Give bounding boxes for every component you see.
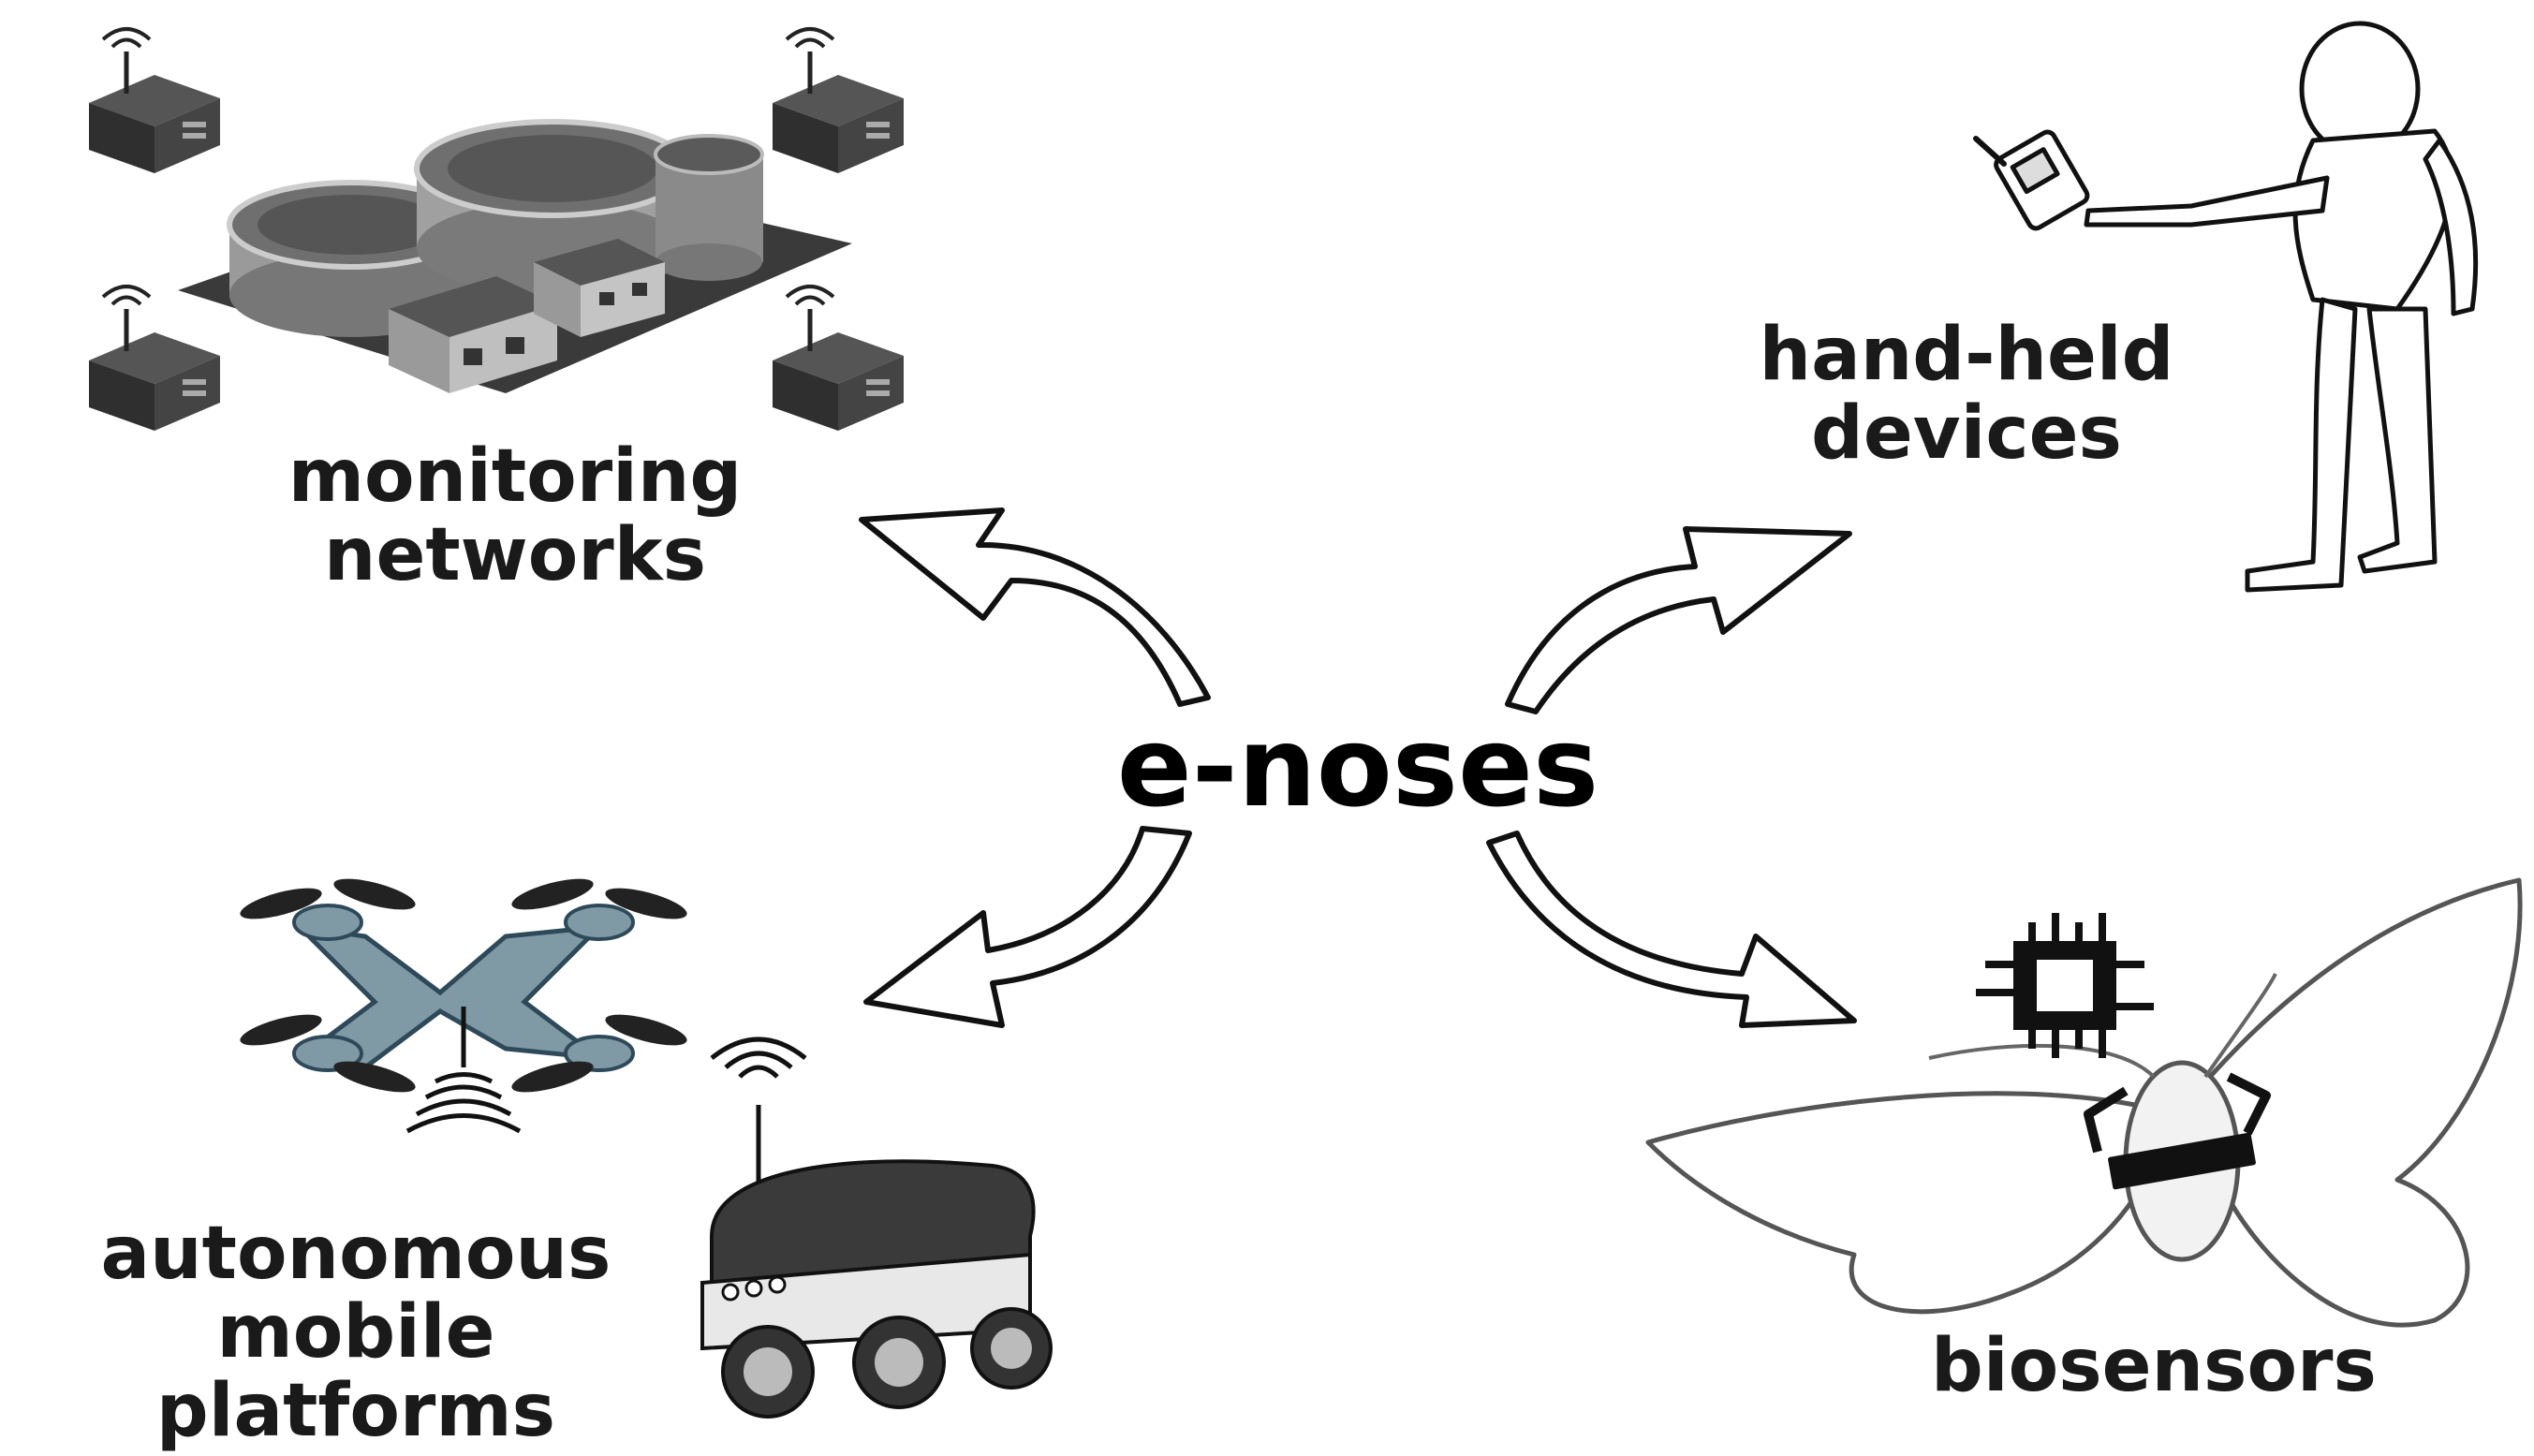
label-autonomous-mobile-platforms: autonomous mobile platforms <box>0 1217 712 1453</box>
arrow-to-monitoring <box>859 507 1211 707</box>
wireless-sensor-node-icon <box>773 285 904 431</box>
delivery-robot-icon <box>700 1037 1053 1419</box>
microchip-icon <box>1976 913 2154 1058</box>
person-with-handheld-device-icon <box>1973 21 2479 593</box>
arrow-to-autonomous <box>863 826 1192 1028</box>
industrial-plant-icon <box>178 119 852 393</box>
wireless-sensor-node-icon <box>773 27 904 173</box>
label-line: mobile <box>216 1290 495 1375</box>
label-line: monitoring <box>287 434 743 519</box>
label-line: biosensors <box>1931 1324 2377 1408</box>
label-line: platforms <box>155 1369 556 1453</box>
label-line: autonomous <box>100 1212 611 1296</box>
label-hand-held-devices: hand-held devices <box>1592 318 2341 476</box>
arrow-to-handheld <box>1505 526 1852 714</box>
wireless-sensor-node-icon <box>89 27 220 173</box>
drone-icon <box>240 878 687 1134</box>
arrow-to-biosensors <box>1486 831 1857 1028</box>
center-label-e-noses: e-noses <box>1116 702 1599 831</box>
label-line: networks <box>323 513 707 597</box>
wireless-sensor-node-icon <box>89 285 220 431</box>
label-line: hand-held <box>1759 313 2174 397</box>
label-biosensors: biosensors <box>1826 1330 2482 1408</box>
label-line: devices <box>1811 391 2122 476</box>
label-monitoring-networks: monitoring networks <box>140 440 890 597</box>
moth-biosensor-icon <box>1645 877 2523 1328</box>
